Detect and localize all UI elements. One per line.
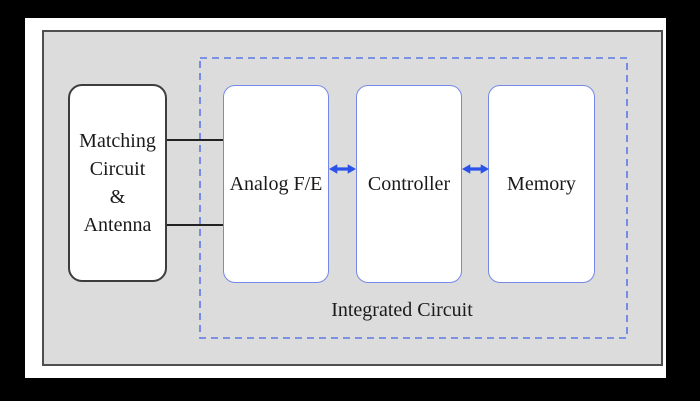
block-matching-circuit-antenna: Matching Circuit & Antenna <box>68 84 167 282</box>
integrated-circuit-boundary <box>199 57 628 339</box>
connector-line-top <box>167 139 225 141</box>
memory-label: Memory <box>507 173 576 195</box>
bidirectional-arrow-icon <box>462 164 489 174</box>
diagram-panel: Matching Circuit & Antenna Analog F/E Co… <box>42 30 663 366</box>
analog-fe-label: Analog F/E <box>229 173 323 195</box>
controller-label: Controller <box>367 173 451 195</box>
connector-line-bottom <box>167 224 225 226</box>
diagram-paper: Matching Circuit & Antenna Analog F/E Co… <box>25 18 666 378</box>
matching-line-3: & <box>109 186 126 208</box>
block-controller: Controller <box>356 85 462 283</box>
matching-line-2: Circuit <box>89 158 146 180</box>
matching-line-4: Antenna <box>83 214 152 236</box>
bidirectional-arrow-icon <box>329 164 356 174</box>
block-memory: Memory <box>488 85 595 283</box>
matching-line-1: Matching <box>79 130 156 152</box>
block-analog-fe: Analog F/E <box>223 85 329 283</box>
integrated-circuit-label: Integrated Circuit <box>331 299 473 321</box>
